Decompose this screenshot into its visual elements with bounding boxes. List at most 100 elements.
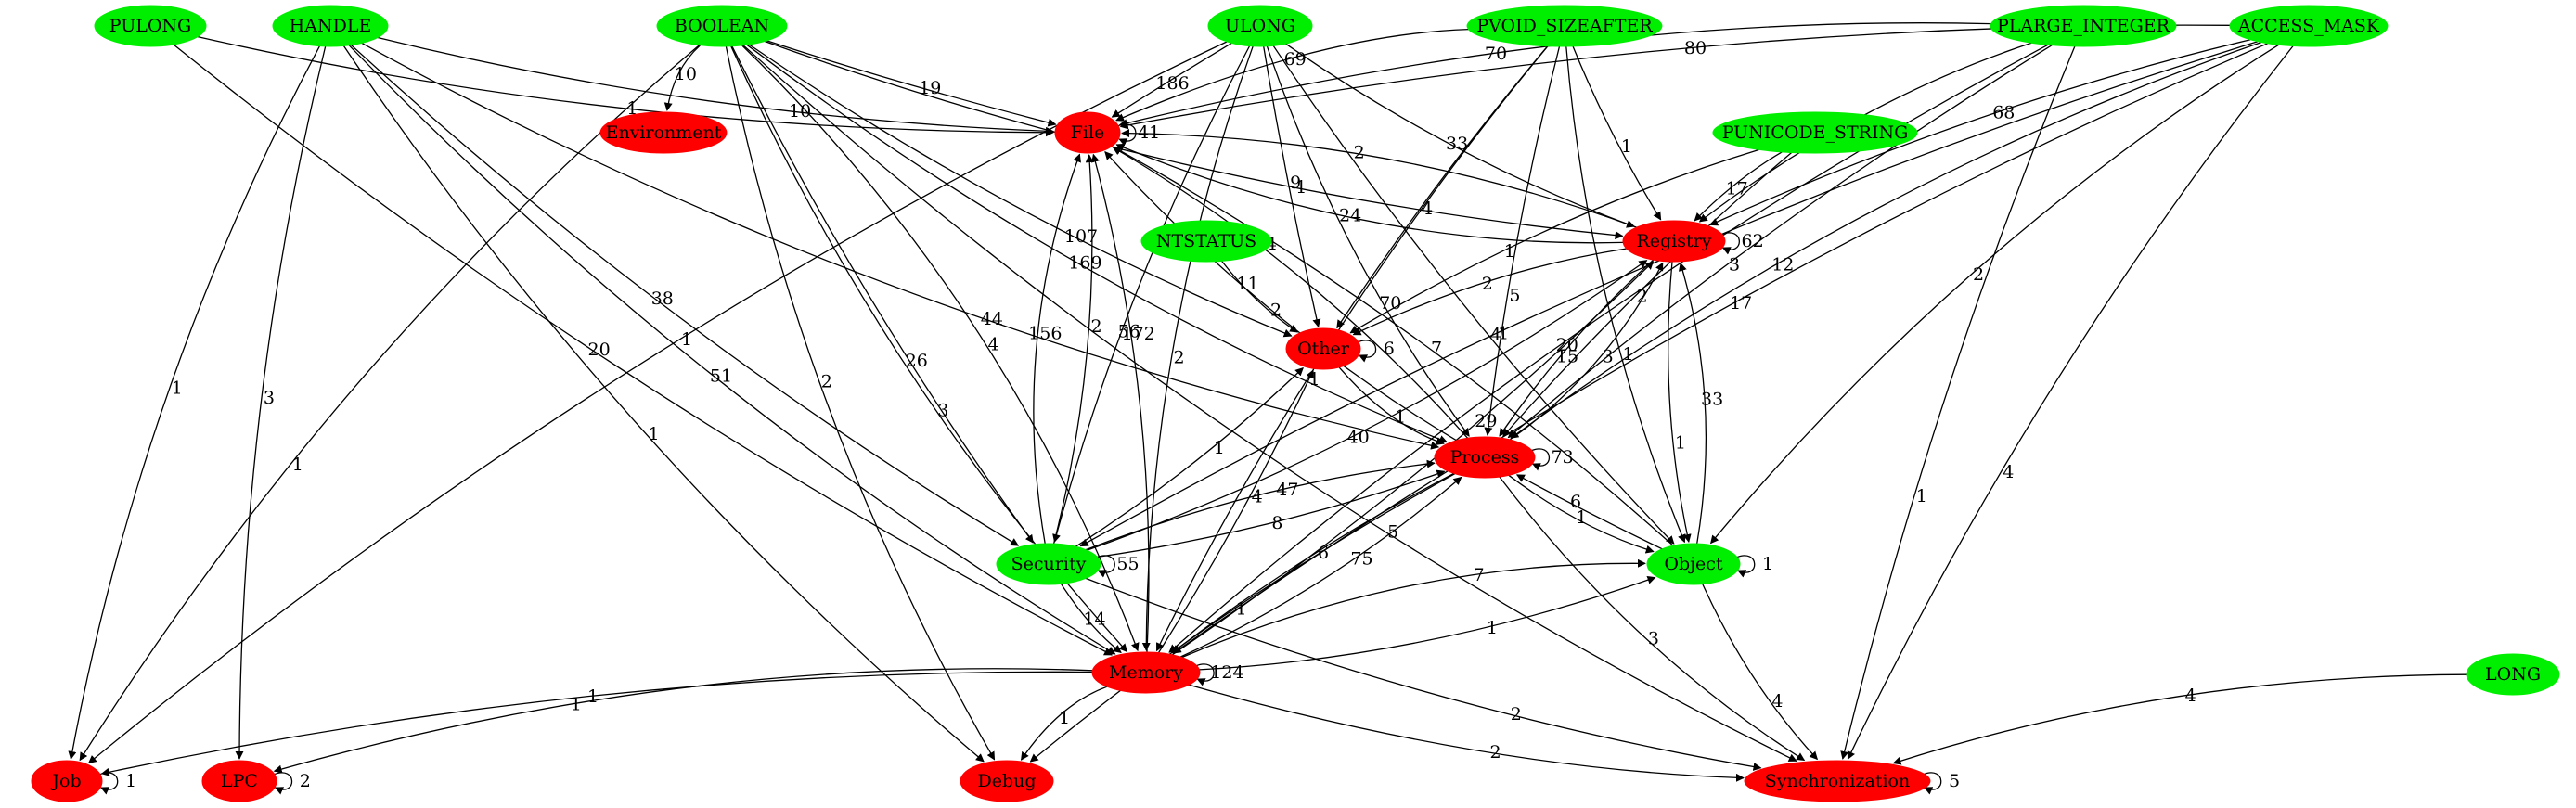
edge-process-to-registry — [1509, 262, 1664, 441]
edge-label-pvoid_sizeafter-to-memory: 1 — [1309, 369, 1320, 390]
edge-ulong-to-other — [1263, 45, 1321, 328]
edge-label-process-to-debug: 1 — [1235, 599, 1246, 620]
edge-label-security-to-other: 1 — [1214, 438, 1225, 458]
edge-label-pulong-to-memory: 20 — [588, 340, 611, 360]
edge-security-to-registry — [1087, 260, 1648, 551]
node-shape — [1285, 327, 1361, 370]
edge-memory-to-debug — [1020, 686, 1108, 761]
node-label: PULONG — [109, 16, 191, 36]
edge-registry-to-object — [1668, 261, 1692, 543]
edge-label-memory-to-process: 75 — [1350, 548, 1372, 569]
node-handle: HANDLE — [272, 5, 389, 47]
edge-process-to-synchronization — [1499, 476, 1806, 762]
edge-object-to-synchronization — [1702, 584, 1819, 761]
edge-label-boolean-to-debug: 2 — [821, 371, 832, 391]
edge-label-ntstatus-to-other: 2 — [1270, 301, 1282, 321]
node-shape — [201, 760, 277, 802]
node-label: File — [1071, 122, 1105, 143]
edge-label-handle-to-file: 10 — [789, 101, 811, 122]
node-shape — [996, 543, 1101, 585]
edge-label-memory-to-lpc: 1 — [571, 695, 582, 715]
node-label: Object — [1664, 554, 1723, 574]
edge-memory-to-other — [1157, 369, 1314, 653]
edge-memory-to-lpc — [273, 668, 1093, 774]
edge-boolean-to-security — [731, 45, 1034, 544]
edge-label-handle-to-process: 44 — [981, 309, 1003, 329]
edge-label-access_mask-to-memory: 17 — [1730, 293, 1752, 314]
edge-memory-to-job — [100, 671, 1093, 776]
edge-label-object-to-registry: 33 — [1701, 389, 1723, 409]
edge-label-security-to-registry: 40 — [1347, 427, 1370, 447]
edge-security-to-file — [1033, 153, 1081, 545]
edge-label-boolean-to-other: 107 — [1064, 226, 1098, 247]
edge-label-access_mask-to-object: 2 — [1973, 264, 1984, 285]
edge-boolean-to-job — [79, 45, 701, 762]
node-label: HANDLE — [290, 16, 372, 36]
edge-registry-to-process — [1499, 259, 1655, 437]
edge-label-lpc-to-lpc: 2 — [300, 771, 311, 791]
node-object: Object — [1646, 543, 1741, 585]
node-label: LPC — [221, 771, 258, 791]
edge-handle-to-lpc — [235, 45, 327, 760]
edge-boolean-to-process — [746, 44, 1449, 443]
node-shape — [1712, 111, 1918, 154]
node-shape — [1434, 436, 1536, 479]
edge-boolean-to-environment — [663, 45, 702, 111]
edge-label-registry-to-registry: 62 — [1742, 231, 1764, 251]
edge-handle-to-debug — [342, 45, 985, 763]
edge-label-handle-to-security: 38 — [651, 289, 674, 309]
edge-label-registry-to-process: 15 — [1556, 347, 1578, 367]
edge-synchronization-to-synchronization — [1922, 772, 1942, 795]
edge-ulong-to-job — [87, 41, 1228, 764]
edge-label-access_mask-to-security: 1 — [1498, 324, 1509, 344]
edge-label-process-to-file: 11 — [1236, 274, 1258, 294]
edge-label-process-to-object: 1 — [1576, 507, 1587, 528]
edge-label-memory-to-debug: 1 — [1059, 708, 1070, 728]
node-label: PUNICODE_STRING — [1722, 122, 1909, 143]
edge-security-to-file — [1052, 154, 1094, 545]
edge-ulong-to-file — [1111, 42, 1232, 118]
node-process: Process — [1434, 436, 1536, 479]
node-label: PVOID_SIZEAFTER — [1476, 16, 1653, 36]
edge-label-process-to-registry: 3 — [1603, 347, 1614, 367]
node-punicode-string: PUNICODE_STRING — [1712, 111, 1918, 154]
edge-label-registry-to-file: 24 — [1339, 206, 1361, 226]
node-shape — [656, 5, 788, 47]
edge-other-to-process — [1338, 366, 1445, 445]
edge-boolean-to-other — [748, 44, 1293, 338]
edge-label-file-to-file: 41 — [1138, 122, 1160, 143]
edge-object-to-process — [1515, 474, 1663, 550]
edge-lpc-to-lpc — [273, 772, 293, 795]
node-label: Synchronization — [1765, 771, 1910, 791]
edge-access_mask-to-object — [1710, 44, 2279, 545]
node-shape — [31, 760, 103, 802]
node-shape — [1054, 111, 1121, 154]
edge-memory-to-registry — [1171, 261, 1655, 656]
edge-label-plarge_integer-to-file: 70 — [1485, 44, 1507, 64]
node-environment: Environment — [599, 111, 728, 154]
node-synchronization: Synchronization — [1744, 760, 1931, 802]
edge-handle-to-process — [361, 42, 1440, 450]
edge-ulong-to-process — [1266, 45, 1470, 437]
edge-label-ulong-to-process: 70 — [1379, 293, 1401, 314]
node-label: Job — [50, 771, 81, 791]
edge-process-to-process — [1530, 448, 1551, 471]
edge-label-punicode_string-to-other: 1 — [1504, 241, 1515, 262]
edge-label-process-to-memory: 6 — [1318, 543, 1329, 563]
node-shape — [2229, 5, 2389, 47]
node-shape — [2466, 653, 2560, 696]
edge-label-security-to-memory: 14 — [1083, 609, 1105, 630]
edge-label-ulong-to-other: 9 — [1290, 173, 1301, 193]
edge-label-handle-to-memory: 51 — [710, 366, 732, 386]
edge-object-to-file — [1113, 147, 1674, 546]
edge-ulong-to-registry — [1285, 43, 1635, 228]
edge-pulong-to-file — [197, 35, 1054, 137]
edge-label-object-to-process: 6 — [1570, 492, 1581, 512]
node-access-mask: ACCESS_MASK — [2229, 5, 2389, 47]
edge-boolean-to-memory — [741, 45, 1140, 652]
edge-label-boolean-to-memory: 3 — [937, 400, 948, 420]
edge-handle-to-job — [68, 45, 321, 760]
